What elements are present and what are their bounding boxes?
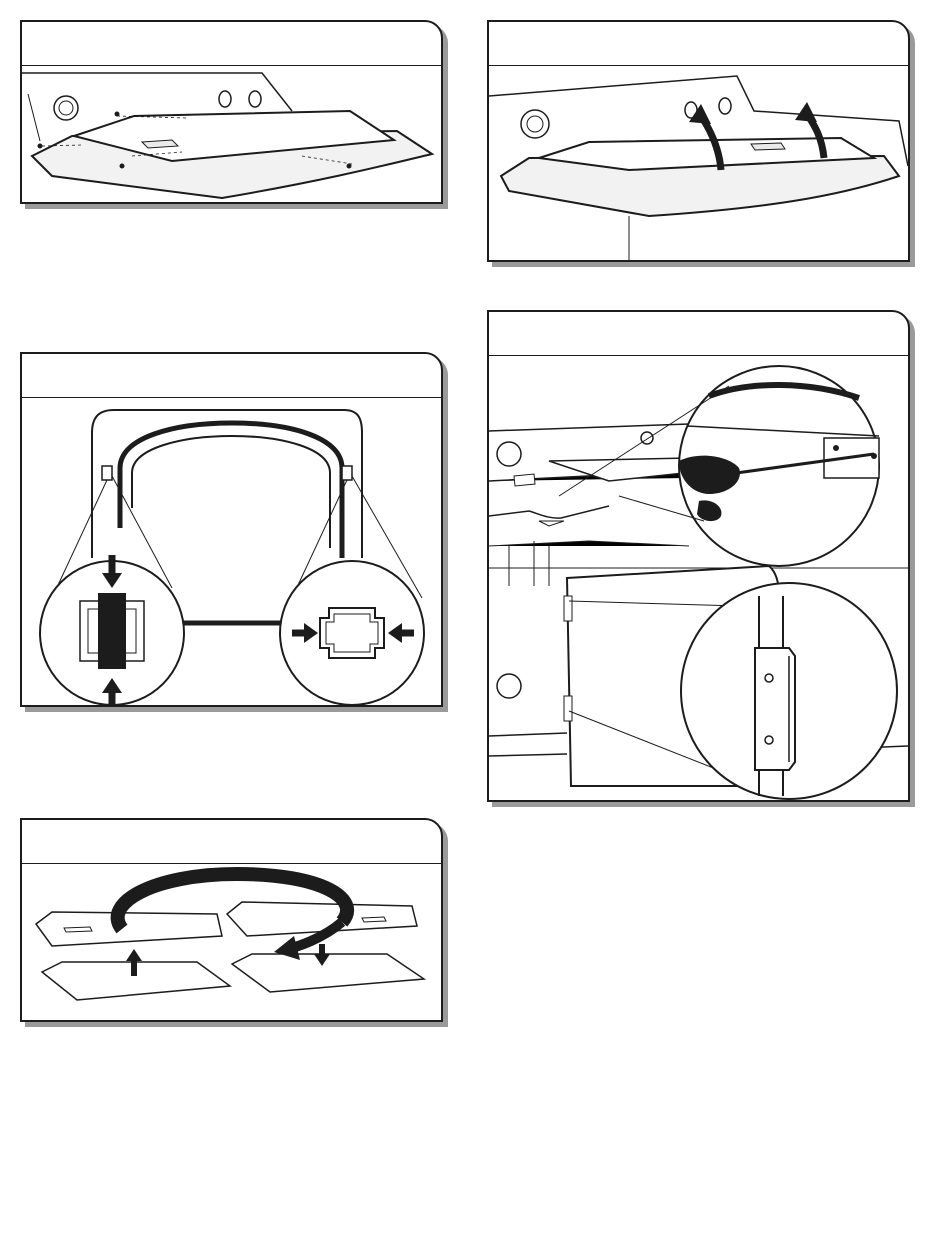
step-panel-door-latch bbox=[20, 352, 443, 707]
door-removal-illustration bbox=[489, 356, 908, 800]
screw-icon bbox=[833, 445, 839, 451]
knob-icon bbox=[249, 91, 261, 107]
panel-header bbox=[22, 354, 441, 398]
step-panel-rotate-door bbox=[20, 818, 443, 1022]
panel-header bbox=[22, 820, 441, 864]
screw-icon bbox=[120, 164, 125, 169]
door-panel-top-left bbox=[36, 912, 222, 946]
screw-icon bbox=[347, 164, 352, 169]
step-panel-remove-top-screws bbox=[20, 20, 443, 204]
rotate-door-illustration bbox=[22, 864, 441, 1020]
step-panel-remove-door bbox=[487, 310, 910, 802]
knob-icon bbox=[497, 442, 521, 466]
strike bbox=[320, 608, 384, 658]
door-opening-illustration bbox=[22, 398, 441, 705]
dryer-top-illustration bbox=[22, 66, 441, 202]
lift-top-illustration bbox=[489, 66, 908, 260]
panel-header bbox=[22, 22, 441, 66]
panel-header bbox=[489, 312, 908, 356]
latch bbox=[98, 593, 126, 669]
knob-icon bbox=[719, 98, 731, 114]
screw-icon bbox=[38, 144, 43, 149]
knob-icon bbox=[521, 110, 549, 138]
step-panel-lift-top bbox=[487, 20, 910, 262]
screw-icon bbox=[115, 112, 120, 117]
knob-icon bbox=[497, 674, 521, 698]
panel-header bbox=[489, 22, 908, 66]
knob-icon bbox=[54, 96, 78, 120]
door-panel-bottom-right bbox=[232, 954, 424, 992]
knob-icon bbox=[219, 91, 231, 107]
